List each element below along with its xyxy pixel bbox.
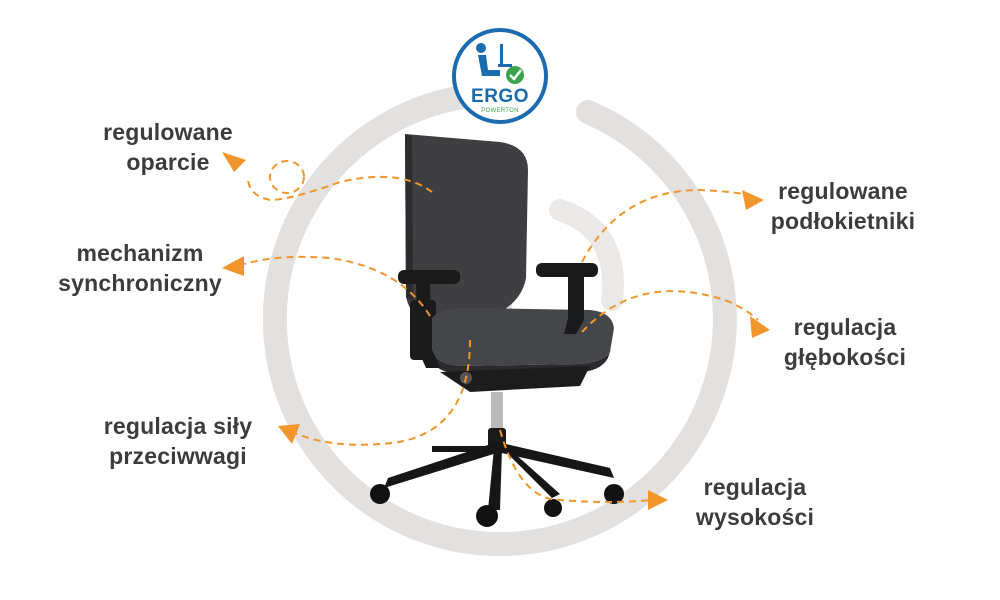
armrest-right-post: [564, 277, 584, 334]
gas-lift: [491, 392, 503, 432]
callout-arrowheads: [222, 152, 770, 510]
callout-loop-backrest: [269, 160, 305, 194]
label-line: regulacja: [793, 314, 897, 340]
sitting-person-icon: [476, 43, 512, 76]
chair-backrest: [405, 134, 528, 315]
arrowhead-armrests: [742, 190, 764, 210]
label-line: regulacja siły: [103, 413, 253, 439]
label-line: podłokietniki: [770, 208, 916, 234]
label-line: oparcie: [126, 149, 210, 175]
callout-line-height: [499, 429, 653, 503]
logo-text-block: ERGO POWERTON: [455, 28, 545, 124]
label-counterweight-adjustment: regulacja siły przeciwwagi: [78, 411, 278, 471]
arrowhead-counterweight: [278, 424, 300, 444]
label-line: mechanizm: [76, 240, 204, 266]
background-ring-inner: [549, 199, 624, 311]
label-height-adjustment: regulacja wysokości: [660, 472, 850, 532]
armrest-right-pad: [536, 263, 598, 277]
label-line: wysokości: [695, 504, 815, 530]
label-line: regulacja: [703, 474, 807, 500]
seat-mechanism: [440, 366, 590, 392]
label-line: synchroniczny: [58, 270, 222, 296]
label-line: przeciwwagi: [109, 443, 247, 469]
ergo-logo: [452, 28, 548, 124]
arrowhead-depth: [750, 316, 770, 338]
background-ring: [262, 84, 737, 556]
chair-base: [384, 442, 614, 510]
label-adjustable-armrests: regulowane podłokietniki: [738, 176, 948, 236]
chair-seat: [432, 308, 614, 366]
label-adjustable-backrest: regulowane oparcie: [68, 117, 268, 177]
logo-brand: ERGO: [471, 86, 529, 107]
callout-line-depth: [581, 290, 759, 333]
chair-casters: [370, 484, 624, 527]
arrowhead-backrest: [222, 152, 246, 172]
label-line: regulowane: [103, 119, 233, 145]
armrest-left-pad: [398, 270, 460, 284]
label-line: regulowane: [778, 178, 908, 204]
label-line: głębokości: [783, 344, 907, 370]
label-depth-adjustment: regulacja głębokości: [755, 312, 935, 372]
callout-line-mechanism: [243, 255, 431, 317]
logo-subtitle: POWERTON: [481, 108, 519, 114]
arrowhead-height: [648, 490, 668, 510]
label-synchronous-mechanism: mechanizm synchroniczny: [30, 238, 250, 298]
callout-line-armrests: [581, 188, 753, 263]
callout-lines: [243, 160, 759, 503]
office-chair: [370, 134, 624, 527]
callout-line-backrest: [247, 175, 433, 202]
arrowhead-mechanism: [222, 256, 244, 276]
